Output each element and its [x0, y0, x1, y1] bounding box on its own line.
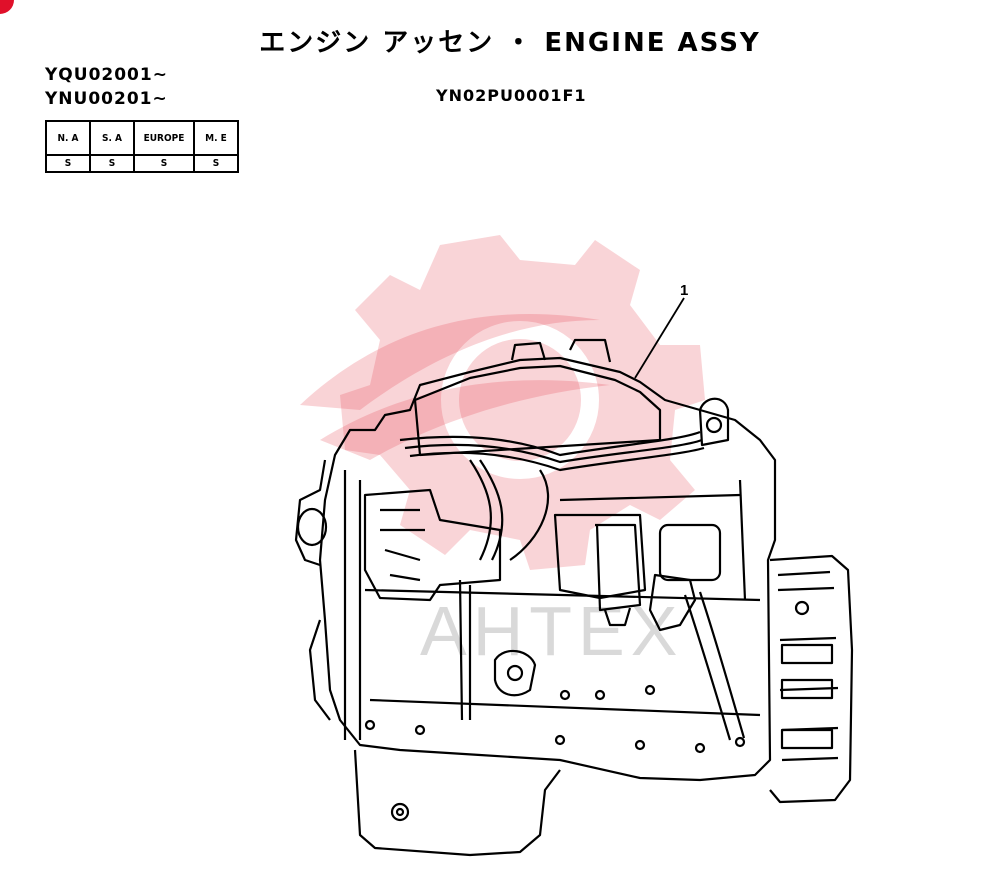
spec-header-me: M. E [193, 120, 239, 156]
callout-leader-1 [634, 297, 685, 379]
engine-outline [294, 338, 854, 857]
page-title: エンジン アッセン ・ ENGINE ASSY [259, 28, 761, 58]
spec-header-europe: EUROPE [133, 120, 195, 156]
spec-header-na: N. A [45, 120, 91, 156]
spec-header-sa: S. A [89, 120, 135, 156]
watermark-swoosh [300, 313, 610, 460]
watermark-logo [340, 235, 705, 570]
serial-range-1: YQU02001~ [45, 65, 168, 85]
market-spec-table: N. A S. A EUROPE M. E S S S S [45, 120, 239, 173]
callout-label-1: 1 [680, 282, 688, 299]
serial-range-2: YNU00201~ [45, 89, 168, 109]
spec-value-sa: S [89, 154, 135, 173]
figure-code: YN02PU0001F1 [436, 86, 587, 105]
spec-value-me: S [193, 154, 239, 173]
spec-value-europe: S [133, 154, 195, 173]
serial-range-list: YQU02001~ YNU00201~ [45, 63, 168, 111]
spec-value-na: S [45, 154, 91, 173]
